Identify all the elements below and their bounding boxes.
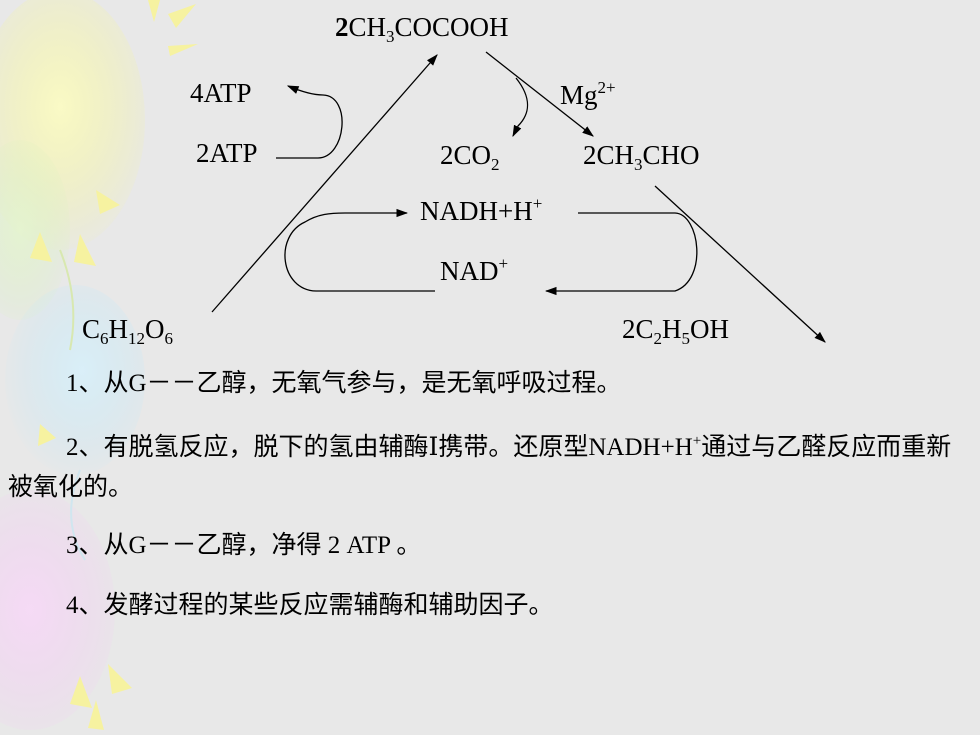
glucose-to-pyruvate-arrow xyxy=(211,54,438,313)
note-1: 1、从G－－乙醇，无氧气参与，是无氧呼吸过程。 xyxy=(66,370,622,397)
balloon-string xyxy=(59,249,75,351)
pyruvate-label: 2CH3COCOOH xyxy=(335,12,509,46)
glucose-label: C6H12O6 xyxy=(82,314,174,348)
note-4: 4、发酵过程的某些反应需辅酶和辅助因子。 xyxy=(66,592,554,619)
co2-release-arrow xyxy=(512,77,529,138)
nad-to-nadh-arrow xyxy=(284,208,435,292)
pink-balloon xyxy=(0,490,115,730)
nadh-to-nad-arrow xyxy=(544,212,698,296)
acetaldehyde-label: 2CH3CHO xyxy=(583,140,700,174)
note-3: 3、从G－－乙醇，净得 2 ATP 。 xyxy=(66,532,422,559)
nadh-label: NADH+H+ xyxy=(420,194,543,226)
co2-label: 2CO2 xyxy=(440,140,500,174)
ethanol-label: 2C2H5OH xyxy=(622,314,730,348)
atp4-label: 4ATP xyxy=(190,78,252,108)
sparkle-ray-decoration xyxy=(30,0,198,730)
acetaldehyde-to-ethanol-arrow xyxy=(654,185,826,343)
note-2: 2、有脱氢反应，脱下的氢由辅酶Ⅰ携带。还原型NADH+H+通过与乙醛反应而重新被… xyxy=(8,433,952,502)
green-balloon xyxy=(0,140,70,320)
mg-cofactor-label: Mg2+ xyxy=(560,78,616,110)
atp2-label: 2ATP xyxy=(196,138,258,168)
pyruvate-to-acetaldehyde-arrow xyxy=(485,51,594,137)
balloon-string xyxy=(70,469,86,561)
atp-loop-arrow xyxy=(276,85,343,159)
nad-label: NAD+ xyxy=(440,254,509,286)
